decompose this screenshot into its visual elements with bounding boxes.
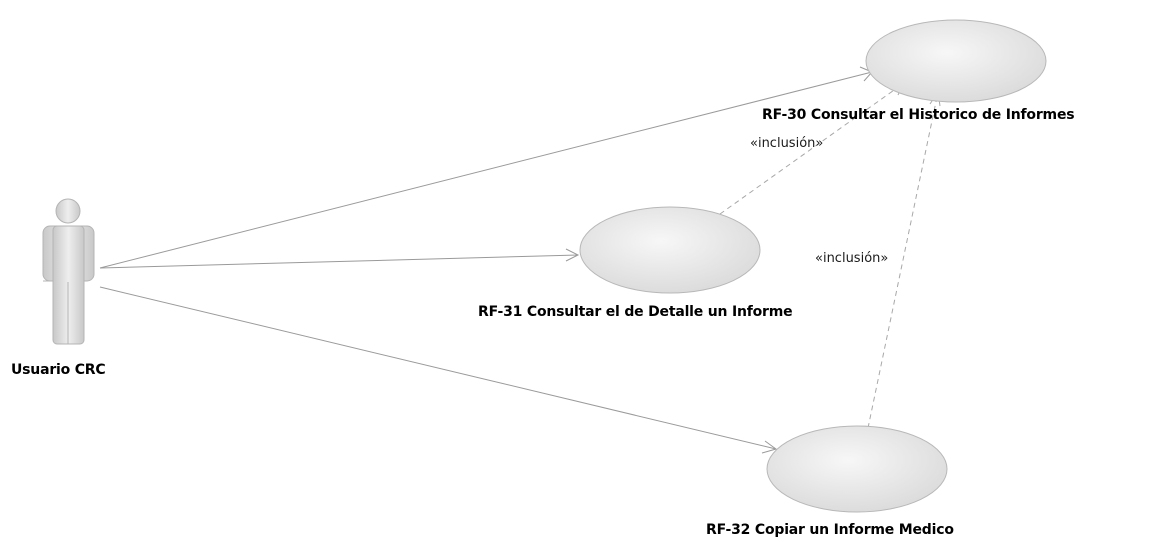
use-case-uc32-ellipse[interactable] xyxy=(766,425,948,513)
association-actor-uc31 xyxy=(99,248,580,269)
use-case-uc31-label: RF-31 Consultar el de Detalle un Informe xyxy=(478,304,793,320)
use-case-uc30-ellipse[interactable] xyxy=(865,19,1047,103)
include-stereotype-uc32: «inclusión» xyxy=(815,251,889,266)
include-stereotype-uc31: «inclusión» xyxy=(750,136,824,151)
actor-figure[interactable] xyxy=(42,198,95,345)
use-case-uc30-label: RF-30 Consultar el Historico de Informes xyxy=(762,107,1075,123)
actor-name-label: Usuario CRC xyxy=(11,362,106,378)
association-actor-uc32 xyxy=(99,286,778,454)
use-case-uc31-ellipse[interactable] xyxy=(579,206,761,294)
actor-head xyxy=(55,198,81,224)
use-case-uc32-label: RF-32 Copiar un Informe Medico xyxy=(706,522,954,538)
